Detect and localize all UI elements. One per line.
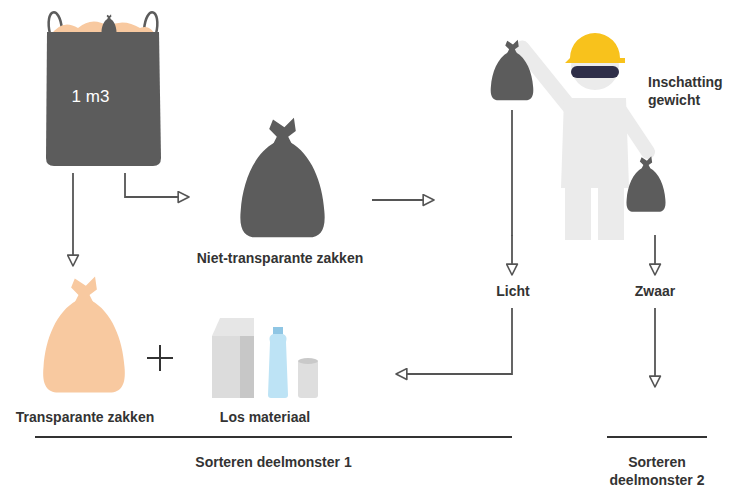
carton <box>212 336 254 398</box>
visor <box>571 66 619 78</box>
person-leg <box>598 182 624 240</box>
transparent-bag <box>43 277 125 393</box>
flow-arrow <box>396 308 512 374</box>
light-bag <box>491 40 534 100</box>
node-label: Sorteren deelmonster 1 <box>35 453 512 471</box>
heavy-bag <box>626 156 665 211</box>
flow-arrow <box>511 235 513 275</box>
node-label: Transparante zakken <box>5 408 165 426</box>
diagram-node: Los materiaal <box>205 315 390 427</box>
diagram-node: Sorteren deelmonster 2 <box>602 393 712 488</box>
flow-arrow <box>654 308 656 387</box>
group-rule <box>35 436 512 438</box>
group-rule <box>607 436 707 438</box>
node-label: 1 m3 <box>33 88 148 106</box>
diagram-node: Transparante zakken <box>5 272 165 427</box>
diagram-node: Licht <box>482 281 544 301</box>
node-label: Los materiaal <box>205 408 325 426</box>
node-label: Licht <box>482 282 544 300</box>
node-label: Niet-transparante zakken <box>175 249 385 267</box>
flow-arrow <box>72 173 74 266</box>
person-leg <box>565 182 591 240</box>
bottle <box>268 334 288 398</box>
flow-arrow <box>654 235 656 275</box>
diagram-node: Sorteren deelmonster 1 <box>35 440 512 475</box>
diagram-node: Niet-transparante zakken <box>195 105 365 270</box>
carton-side <box>240 336 254 398</box>
node-label: Inschatting gewicht <box>648 73 730 109</box>
can <box>298 360 318 398</box>
node-label: Sorteren deelmonster 2 <box>602 453 712 488</box>
diagram-node: 1 m3 <box>45 18 160 166</box>
plus-symbol <box>159 345 161 371</box>
diagram-node: Zwaar <box>622 281 688 301</box>
person-body <box>561 98 629 188</box>
can-top <box>298 358 318 364</box>
diagram-node: Inschatting gewicht <box>440 28 725 228</box>
node-label: Zwaar <box>622 282 688 300</box>
bottle-cap <box>273 327 283 334</box>
leader-line <box>511 110 513 236</box>
flow-arrow <box>125 173 189 197</box>
helmet <box>565 33 625 63</box>
carton-top <box>212 318 254 336</box>
flow-arrow <box>372 199 434 201</box>
waste-bag <box>240 118 324 238</box>
